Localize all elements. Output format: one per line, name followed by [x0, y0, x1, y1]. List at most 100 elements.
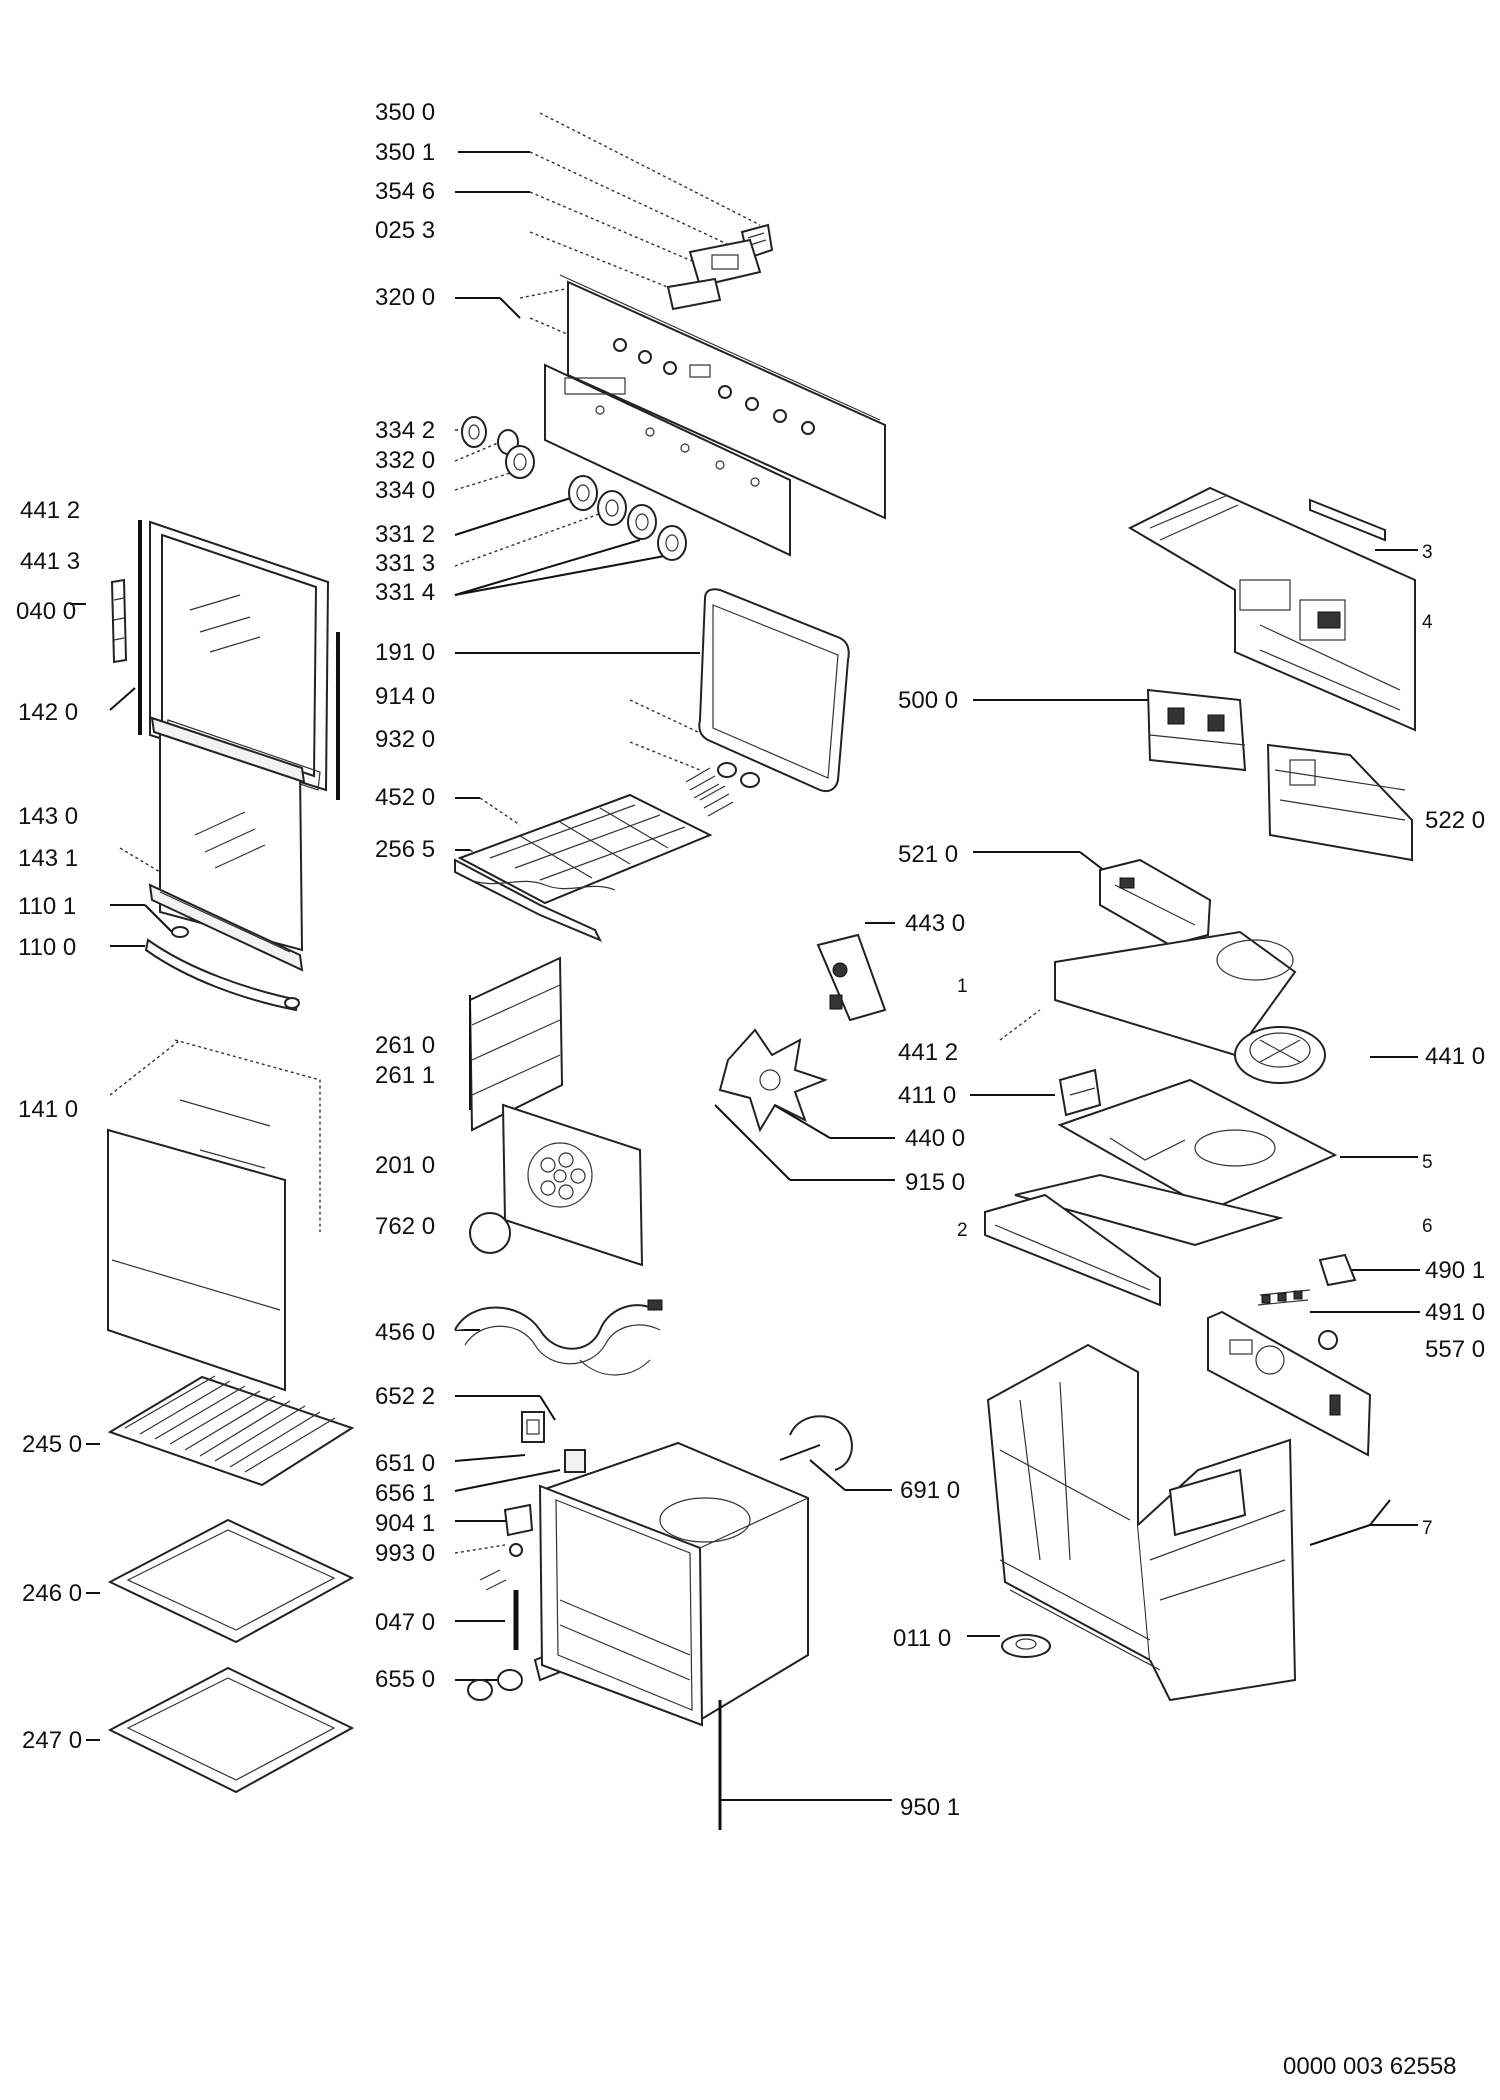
label-350-0: 350 0 [375, 99, 435, 126]
part-door-handle [144, 926, 300, 1012]
part-oven-cavity [538, 1441, 809, 1727]
label-110-1: 110 1 [18, 893, 76, 920]
part-top-cover-assembly [1127, 486, 1416, 732]
part-wire-rack [107, 1375, 355, 1487]
label-411-0: 411 0 [898, 1082, 956, 1109]
label-557-0: 557 0 [1425, 1336, 1485, 1363]
part-side-rails [468, 956, 564, 1132]
label-915-0: 915 0 [905, 1169, 965, 1196]
part-fan-blade [718, 1028, 828, 1133]
part-control-panel-front [559, 274, 886, 520]
part-outer-door-glass [107, 1039, 321, 1392]
label-350-1: 350 1 [375, 139, 435, 166]
label-331-2: 331 2 [375, 521, 435, 548]
label-142-0: 142 0 [18, 699, 78, 726]
label-456-0: 456 0 [375, 1319, 435, 1346]
part-door-seal [698, 588, 850, 793]
label-452-0: 452 0 [375, 784, 435, 811]
assembly-number-6: 6 [1422, 1216, 1433, 1237]
part-top-rail [1309, 498, 1386, 542]
part-top-panel [1014, 1173, 1284, 1247]
part-thermostat-switch [521, 1411, 586, 1473]
label-261-0: 261 0 [375, 1032, 435, 1059]
label-655-0: 655 0 [375, 1666, 435, 1693]
part-fan-motor-bracket [1099, 858, 1212, 947]
part-grill-element [454, 1299, 663, 1376]
label-201-0: 201 0 [375, 1152, 435, 1179]
part-foot [1001, 1634, 1051, 1658]
assembly-number-3: 3 [1422, 542, 1433, 563]
label-011-0: 011 0 [893, 1625, 951, 1652]
part-grill-pan [454, 858, 616, 942]
part-motor-mount [816, 933, 887, 1022]
label-656-1: 656 1 [375, 1480, 435, 1507]
label-143-1: 143 1 [18, 845, 78, 872]
part-relay [1058, 1068, 1102, 1117]
assembly-numbers: 1 2 3 4 5 6 7 [957, 542, 1433, 1539]
assembly-number-4: 4 [1422, 612, 1433, 633]
label-334-0: 334 0 [375, 477, 435, 504]
label-440-0: 440 0 [905, 1125, 965, 1152]
label-354-6: 354 6 [375, 178, 435, 205]
assembly-number-1: 1 [957, 976, 968, 997]
label-191-0: 191 0 [375, 639, 435, 666]
label-261-1: 261 1 [375, 1062, 435, 1089]
label-110-0: 110 0 [18, 934, 76, 961]
assembly-number-2: 2 [957, 1220, 968, 1241]
part-control-module [1266, 743, 1413, 862]
label-652-2: 652 2 [375, 1383, 435, 1410]
label-521-0: 521 0 [898, 841, 958, 868]
label-246-0: 246 0 [22, 1580, 82, 1607]
label-047-0: 047 0 [375, 1609, 435, 1636]
part-baking-tray [107, 1518, 355, 1644]
part-circular-element [1234, 1026, 1326, 1084]
assembly-number-7: 7 [1422, 1518, 1433, 1539]
assembly-number-5: 5 [1422, 1152, 1433, 1173]
part-oven-outer-case [986, 1343, 1297, 1702]
label-334-2: 334 2 [375, 417, 435, 444]
part-display-window [666, 277, 722, 311]
part-grill-pan-grid [457, 793, 713, 905]
label-441-2-left: 441 2 [20, 497, 80, 524]
part-control-knobs [461, 416, 687, 561]
part-deep-tray [107, 1666, 355, 1794]
part-back-panel [1207, 1310, 1372, 1457]
part-door-hinge [110, 578, 128, 664]
label-651-0: 651 0 [375, 1450, 435, 1477]
label-331-3: 331 3 [375, 550, 435, 577]
label-490-1: 490 1 [1425, 1257, 1485, 1284]
label-141-0: 141 0 [18, 1096, 78, 1123]
label-320-0: 320 0 [375, 284, 435, 311]
label-950-1: 950 1 [900, 1794, 960, 1821]
part-fan-gasket [469, 1212, 511, 1254]
label-143-0: 143 0 [18, 803, 78, 830]
label-762-0: 762 0 [375, 1213, 435, 1240]
label-993-0: 993 0 [375, 1540, 435, 1567]
drawing-code: 0000 003 62558 [1283, 2053, 1457, 2080]
part-door-switch-bracket [779, 1415, 853, 1471]
label-441-0: 441 0 [1425, 1043, 1485, 1070]
label-932-0: 932 0 [375, 726, 435, 753]
label-691-0: 691 0 [900, 1477, 960, 1504]
part-door-lower-trim [148, 883, 304, 972]
label-441-2-right: 441 2 [898, 1039, 958, 1066]
part-selector-switch [1146, 688, 1247, 772]
part-timer-bracket [688, 238, 762, 288]
label-522-0: 522 0 [1425, 807, 1485, 834]
label-904-1: 904 1 [375, 1510, 435, 1537]
part-inner-door-glass [150, 716, 306, 952]
part-fan-spring-assembly [685, 762, 760, 817]
part-fan-shroud [1054, 930, 1297, 1057]
label-500-0: 500 0 [898, 687, 958, 714]
part-fan-housing-cover [1057, 1078, 1338, 1212]
part-screws [479, 1503, 534, 1591]
label-332-0: 332 0 [375, 447, 435, 474]
label-025-3: 025 3 [375, 217, 435, 244]
label-040-0: 040 0 [16, 598, 76, 625]
part-terminal-block [1257, 1253, 1357, 1350]
label-247-0: 247 0 [22, 1727, 82, 1754]
label-491-0: 491 0 [1425, 1299, 1485, 1326]
part-cooling-channel [984, 1193, 1161, 1307]
label-441-3: 441 3 [20, 548, 80, 575]
